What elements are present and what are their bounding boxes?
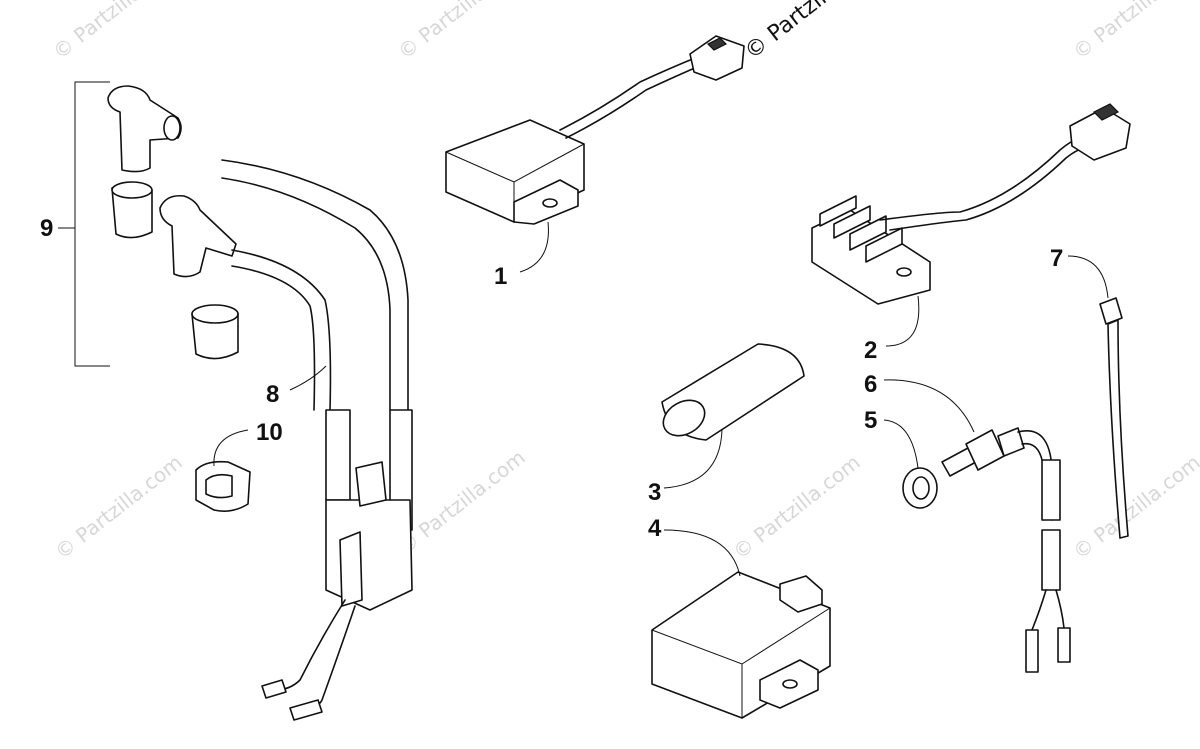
regulator-wire-a xyxy=(879,137,1081,221)
callout-8: 8 xyxy=(266,381,279,408)
leader-8 xyxy=(289,365,327,391)
regulator-wire-b xyxy=(889,147,1085,231)
fin-1 xyxy=(819,195,857,227)
fin-2 xyxy=(833,205,871,239)
module-edges xyxy=(651,607,831,718)
lead-sleeve-a xyxy=(325,409,351,501)
cap-a-tip xyxy=(163,115,181,141)
leader-4 xyxy=(663,529,741,577)
callout-3: 3 xyxy=(648,479,661,506)
sensor-body xyxy=(997,427,1025,457)
part-7-cable-tie xyxy=(1067,255,1129,539)
callout-5: 5 xyxy=(864,407,877,434)
sensor-sleeve-upper xyxy=(1041,459,1061,521)
coil-wire-b xyxy=(304,605,356,711)
boot-b-top xyxy=(191,304,239,324)
cdi-wire-a xyxy=(559,55,701,131)
sensor-lead-a xyxy=(1031,589,1047,631)
boot-a-top xyxy=(111,181,153,199)
part-3-sleeve xyxy=(661,343,805,489)
lead-inner-b xyxy=(231,265,316,411)
watermark-5: © Partzilla.com xyxy=(393,445,529,559)
leader-7 xyxy=(1067,255,1109,299)
tie-head xyxy=(1099,297,1123,325)
sensor-wire-b xyxy=(1021,442,1045,521)
cap-b xyxy=(159,194,237,278)
fin-3 xyxy=(849,215,887,251)
coil-body xyxy=(325,499,413,611)
clip-inner xyxy=(205,473,233,499)
leader-3 xyxy=(663,429,723,489)
sensor-terminal-a xyxy=(1025,629,1039,673)
watermark-6: © Partzilla.com xyxy=(728,450,864,564)
leader-2 xyxy=(885,295,920,347)
part-9-spark-plug-caps xyxy=(58,81,239,367)
regulator-connector-latch xyxy=(1092,103,1120,121)
watermark-2: © Partzilla.com xyxy=(393,0,529,64)
callout-9: 9 xyxy=(40,215,53,242)
coil-wire-a xyxy=(274,599,346,691)
watermark-7: © Partzilla.com xyxy=(1068,450,1200,564)
coil-bracket xyxy=(339,531,363,607)
coil-terminal xyxy=(355,461,387,507)
callout-4: 4 xyxy=(648,515,662,542)
leader-1 xyxy=(519,221,549,273)
bracket-9 xyxy=(74,81,110,367)
part-4-control-module xyxy=(651,529,831,719)
part-6-temp-sensor xyxy=(883,379,1071,673)
sensor-lead-b xyxy=(1055,589,1065,629)
part-5-washer xyxy=(883,419,938,509)
coil-terminal-b xyxy=(289,699,323,721)
watermark-4: © Partzilla.com xyxy=(50,450,186,564)
leader-6 xyxy=(883,379,975,433)
callout-10: 10 xyxy=(256,419,283,446)
callout-7: 7 xyxy=(1050,245,1063,272)
module-mount-hole xyxy=(782,679,798,689)
cdi-connector-latch xyxy=(706,37,728,51)
sensor-sleeve-lower xyxy=(1041,529,1061,591)
leader-10 xyxy=(213,429,249,467)
leader-5 xyxy=(883,419,919,469)
watermark-header: © Partzilla xyxy=(740,0,847,65)
watermark-3: © Partzilla.com xyxy=(1068,0,1200,64)
part-8-ignition-coil xyxy=(221,159,413,721)
lead-inner-a xyxy=(231,249,332,411)
regulator-mount-hole xyxy=(896,267,912,277)
callout-2: 2 xyxy=(864,337,877,364)
lead-outer-b xyxy=(221,177,391,411)
washer-inner xyxy=(912,476,930,500)
lead-outer-a xyxy=(221,159,409,411)
cdi-wire-b xyxy=(565,63,705,139)
sleeve-opening xyxy=(662,399,706,437)
module-connector xyxy=(779,575,823,613)
cdi-connector xyxy=(689,35,745,81)
cdi-mount-hole xyxy=(542,198,558,208)
callout-labels: 1 2 3 4 5 6 7 8 9 10 xyxy=(40,215,1063,542)
sensor-terminal-b xyxy=(1057,627,1071,663)
part-10-clip xyxy=(195,429,251,512)
callout-1: 1 xyxy=(494,263,507,290)
part-1-cdi-module xyxy=(445,35,745,273)
part-2-voltage-regulator xyxy=(811,103,1131,347)
watermark-1: © Partzilla.com xyxy=(48,0,184,64)
coil-terminal-a xyxy=(261,679,287,699)
cap-a xyxy=(107,85,182,173)
tie-strap xyxy=(1107,319,1129,539)
callout-6: 6 xyxy=(864,371,877,398)
